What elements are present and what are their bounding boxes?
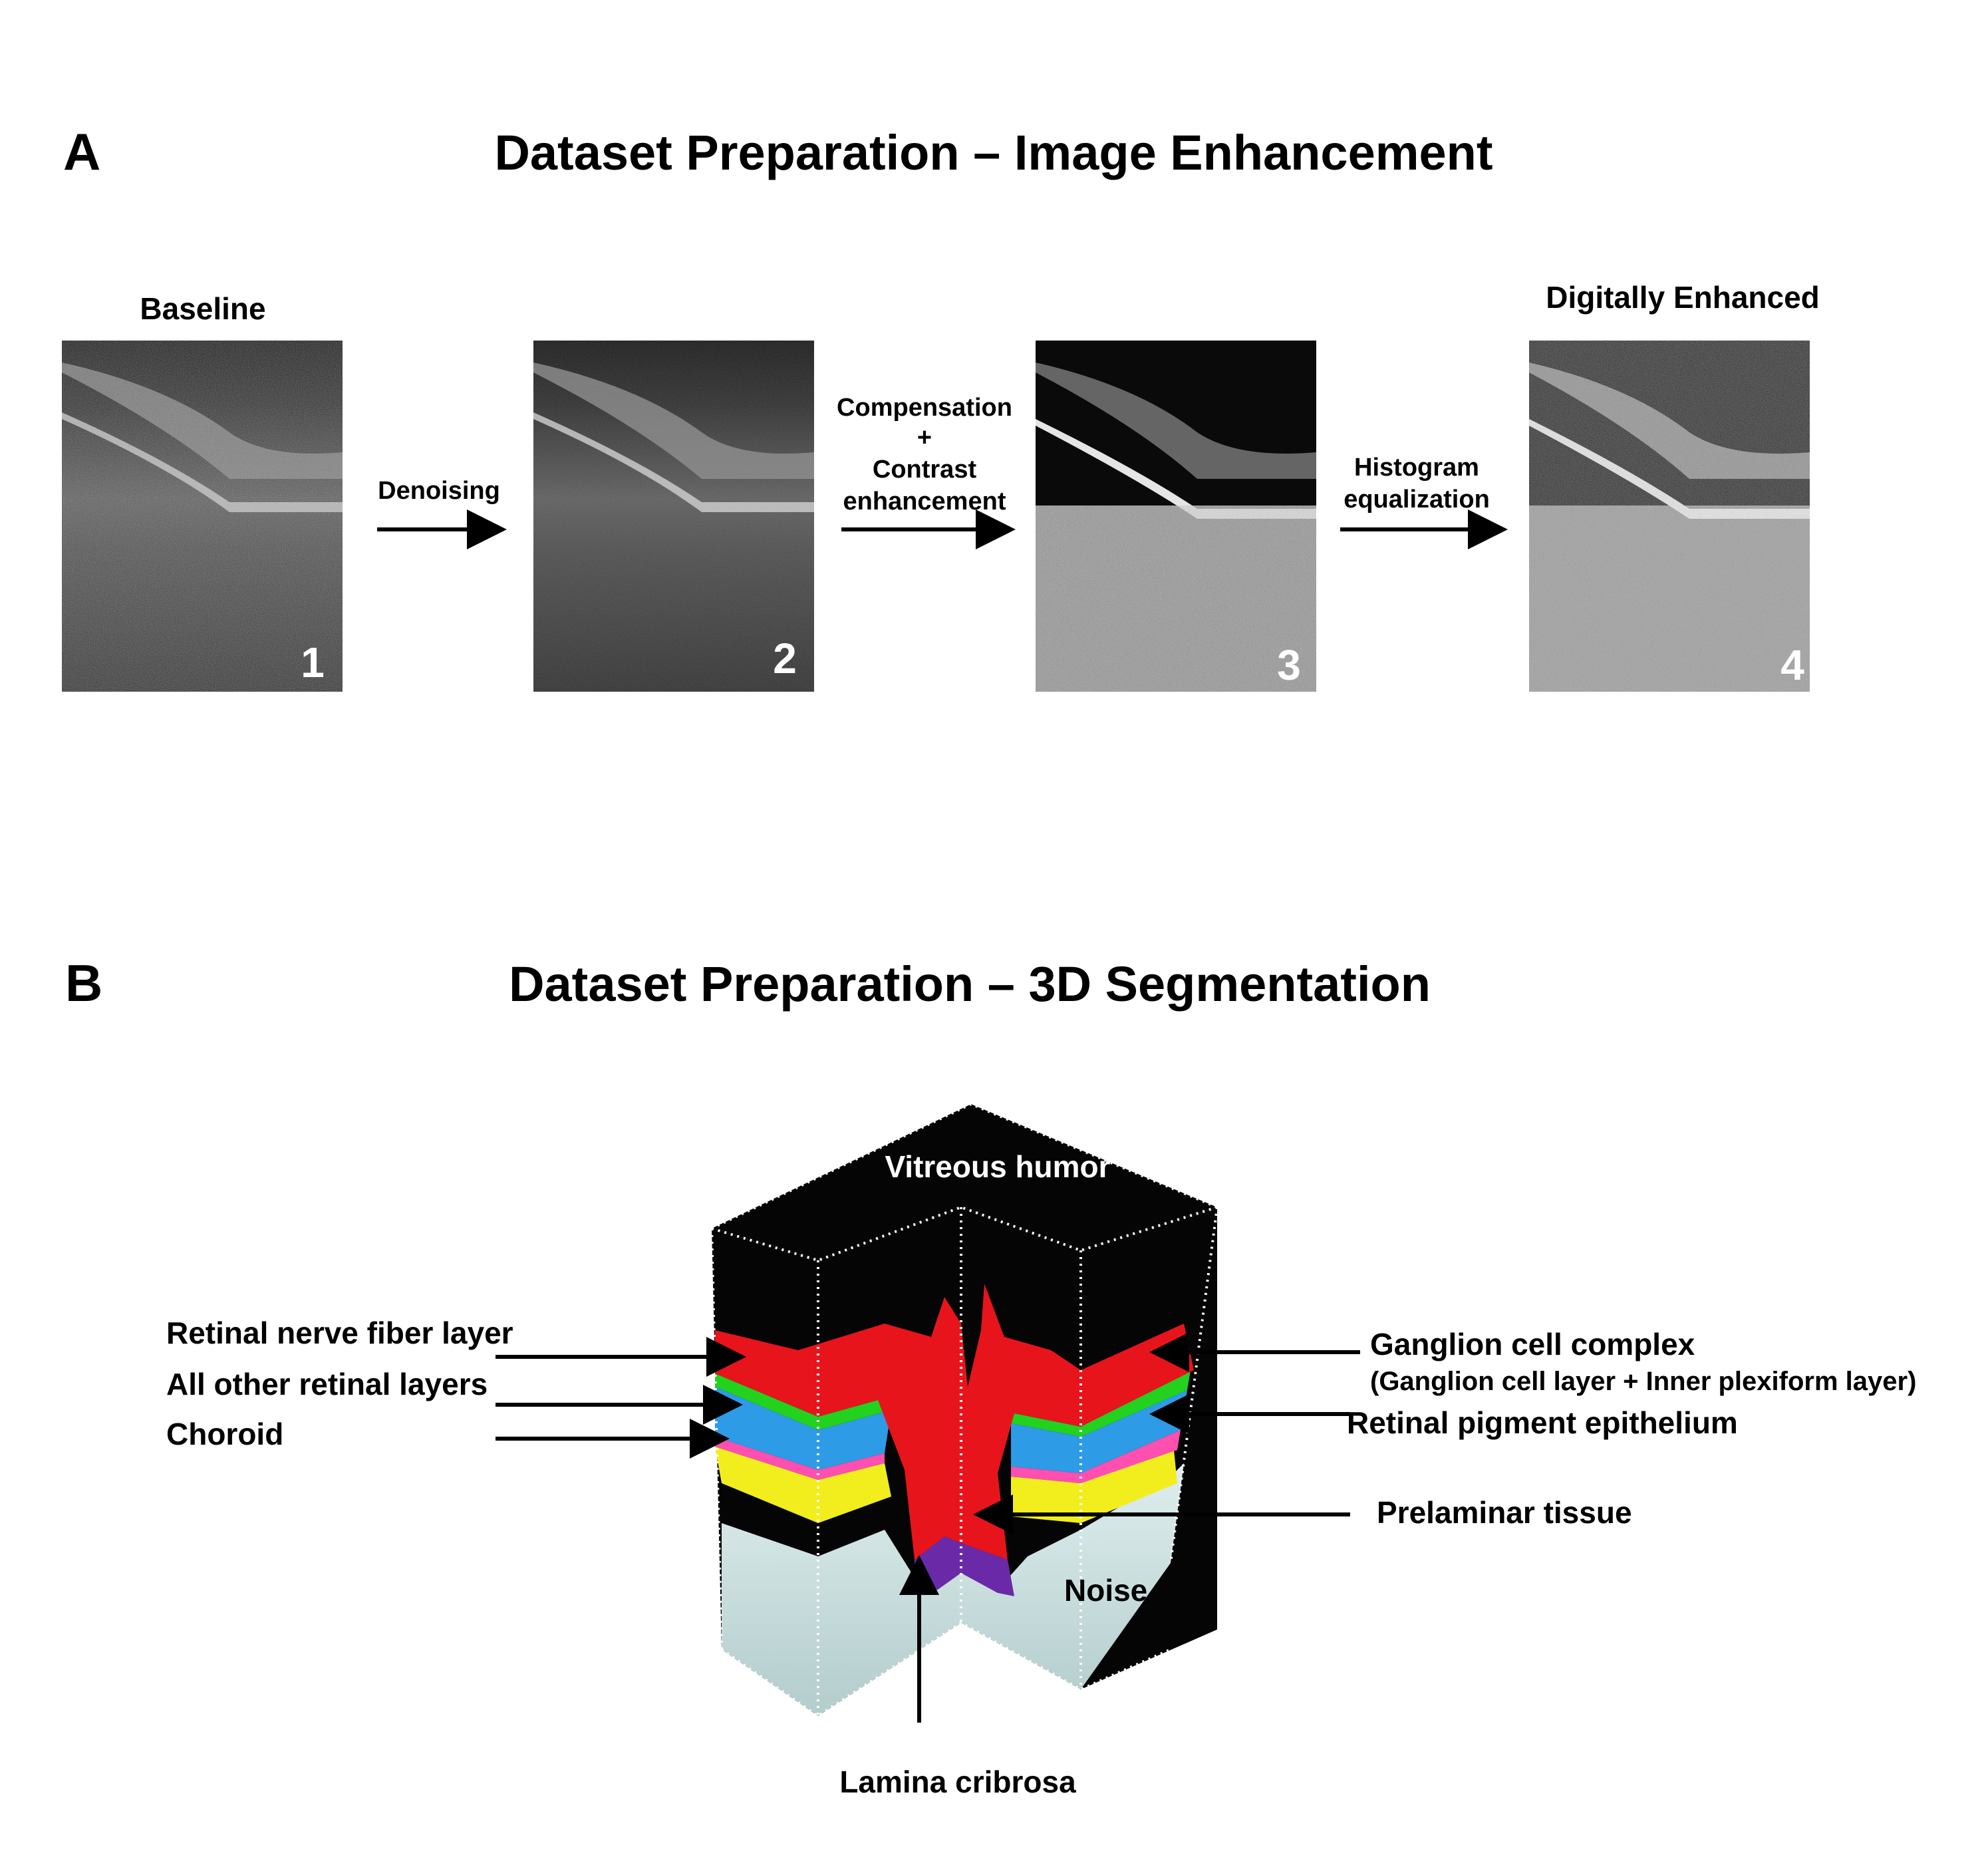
- image-number-3: 3: [1277, 641, 1301, 689]
- rnfl-prelaminar: [715, 1284, 1194, 1560]
- panel-a-title: Dataset Preparation – Image Enhancement: [494, 125, 1492, 180]
- compensation-label-3: Contrast: [873, 456, 977, 484]
- lamina-cribrosa-region: [915, 1536, 1014, 1596]
- choroid-label: Choroid: [166, 1417, 283, 1451]
- other-layers-label: All other retinal layers: [166, 1367, 488, 1401]
- digitally-enhanced-label: Digitally Enhanced: [1546, 280, 1820, 315]
- gcc-sub-label: (Ganglion cell layer + Inner plexiform l…: [1370, 1367, 1916, 1396]
- oct-image-2: 2: [533, 341, 814, 692]
- choroid-right: [1011, 1450, 1177, 1523]
- gcc-label: Ganglion cell complex: [1370, 1327, 1695, 1361]
- compensation-label-2: +: [917, 424, 932, 452]
- compensation-label-1: Compensation: [837, 394, 1012, 422]
- noise-label: Noise: [1064, 1573, 1147, 1608]
- panel-b-title: Dataset Preparation – 3D Segmentation: [509, 956, 1431, 1012]
- vitreous-top-face: [712, 1104, 1217, 1260]
- other-layers-right: [1011, 1390, 1187, 1473]
- block-edges: [710, 1102, 1218, 1718]
- panel-a-letter: A: [63, 122, 100, 181]
- rpe-left: [715, 1437, 885, 1480]
- choroid-left: [715, 1447, 891, 1523]
- lamina-cribrosa-label: Lamina cribrosa: [839, 1765, 1076, 1799]
- image-number-2: 2: [773, 635, 797, 682]
- compensation-label-4: enhancement: [843, 488, 1006, 515]
- rpe-right: [1011, 1430, 1181, 1483]
- rnfl-label: Retinal nerve fiber layer: [166, 1316, 513, 1350]
- denoising-label: Denoising: [378, 477, 500, 505]
- histogram-label-2: equalization: [1344, 486, 1490, 513]
- gcc-left: [715, 1373, 891, 1430]
- oct-image-4: 4: [1529, 341, 1810, 692]
- oct-image-1: 1: [62, 341, 343, 692]
- segmentation-3d-block: [710, 1102, 1218, 1718]
- panel-b-letter: B: [65, 954, 102, 1012]
- image-number-1: 1: [301, 639, 325, 686]
- prelaminar-label: Prelaminar tissue: [1377, 1495, 1632, 1530]
- noise-region: [722, 1463, 1184, 1716]
- oct-image-3: 3: [1036, 341, 1316, 692]
- vitreous-humor-label: Vitreous humor: [885, 1149, 1110, 1184]
- other-layers-left: [715, 1387, 891, 1470]
- baseline-label: Baseline: [140, 291, 265, 326]
- image-number-4: 4: [1780, 641, 1804, 689]
- rpe-label: Retinal pigment epithelium: [1347, 1405, 1738, 1440]
- histogram-label-1: Histogram: [1354, 454, 1479, 482]
